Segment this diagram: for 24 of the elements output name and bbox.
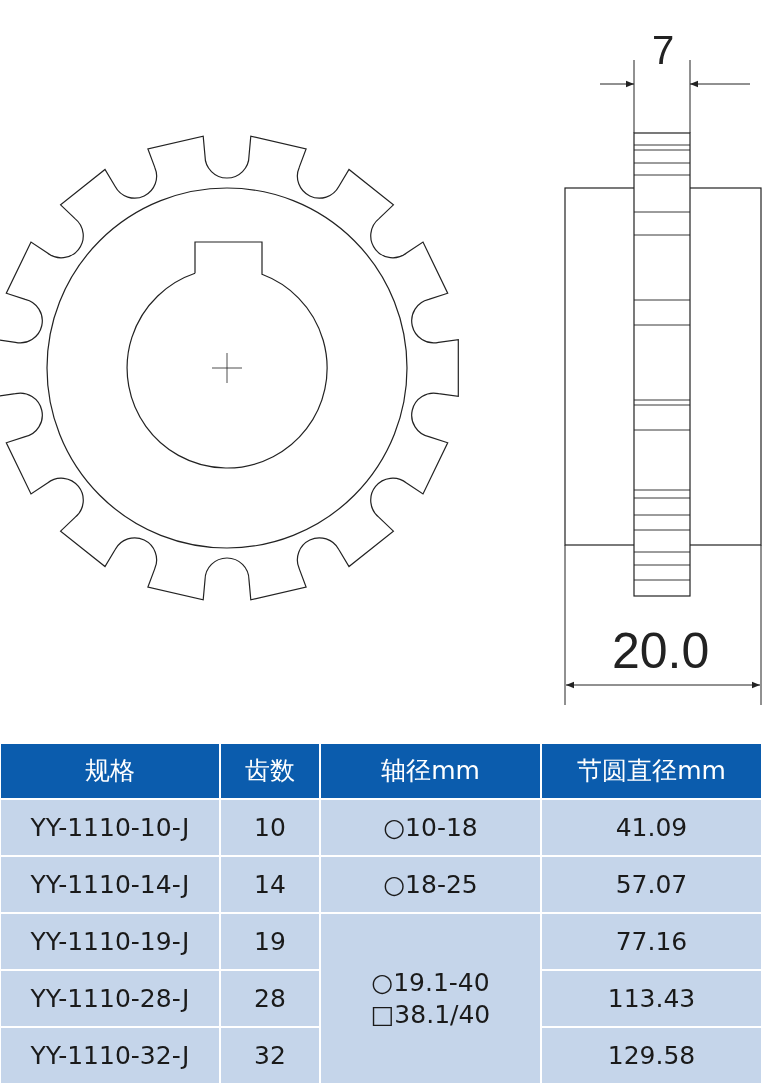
- table-cell: ○18-25: [320, 856, 541, 913]
- table-cell: 10: [220, 799, 320, 856]
- header-cell: 齿数: [220, 743, 320, 799]
- table-cell: ○19.1-40 □38.1/40: [320, 913, 541, 1084]
- table-cell: 32: [220, 1027, 320, 1084]
- table-cell: YY-1110-28-J: [0, 970, 220, 1027]
- header-cell: 节圆直径mm: [541, 743, 762, 799]
- table-cell: 28: [220, 970, 320, 1027]
- table-cell: 19: [220, 913, 320, 970]
- table-cell: 14: [220, 856, 320, 913]
- table-cell: ○10-18: [320, 799, 541, 856]
- table-cell: YY-1110-19-J: [0, 913, 220, 970]
- dimension-label: 7: [652, 28, 675, 73]
- table-cell: YY-1110-32-J: [0, 1027, 220, 1084]
- table-cell: YY-1110-10-J: [0, 799, 220, 856]
- table-cell: 113.43: [541, 970, 762, 1027]
- table-cell: 57.07: [541, 856, 762, 913]
- header-cell: 规格: [0, 743, 220, 799]
- table-cell: 129.58: [541, 1027, 762, 1084]
- table-cell: 41.09: [541, 799, 762, 856]
- table-cell: 77.16: [541, 913, 762, 970]
- dimension-label: 20.0: [612, 622, 710, 680]
- table-cell: YY-1110-14-J: [0, 856, 220, 913]
- header-cell: 轴径mm: [320, 743, 541, 799]
